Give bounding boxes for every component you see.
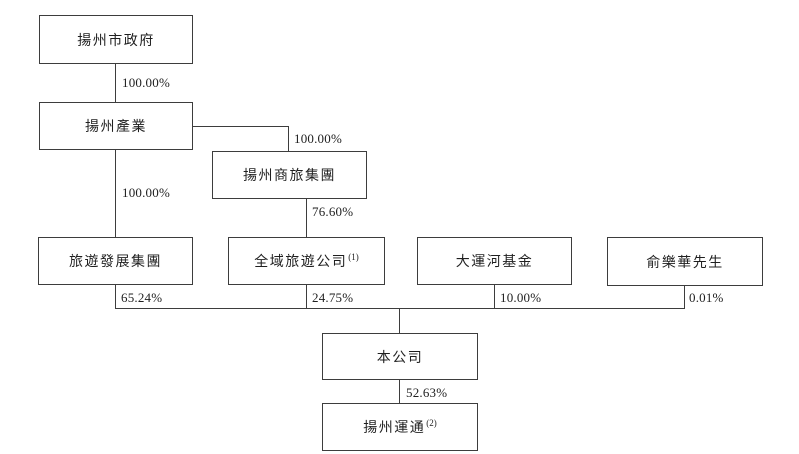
- node-yangzhou-municipal-government: 揚州市政府: [39, 15, 193, 64]
- ownership-pct-company-to-yuntong: 52.63%: [406, 385, 448, 400]
- node-tourism-development-group: 旅遊發展集團: [38, 237, 193, 285]
- connector-bus-to-company: [399, 308, 400, 333]
- node-label: 旅遊發展集團: [69, 255, 162, 270]
- ownership-pct-gov-to-industry: 100.00%: [122, 75, 170, 90]
- ownership-pct-shanglv-to-quanyu: 76.60%: [312, 204, 354, 219]
- node-yangzhou-yuntong: 揚州運通(2): [322, 403, 478, 451]
- node-yangzhou-industry: 揚州產業: [39, 102, 193, 150]
- ownership-pct-industry-to-lvfa: 100.00%: [122, 185, 170, 200]
- ownership-pct-dayunhe-to-company: 10.00%: [500, 290, 542, 305]
- footnote-marker-1: (1): [348, 251, 359, 262]
- node-label: 揚州商旅集團: [243, 169, 336, 184]
- connector-yulehua-to-bus: [684, 285, 685, 308]
- connector-company-to-yuntong: [399, 380, 400, 403]
- connector-dayunhe-to-bus: [494, 285, 495, 308]
- connector-industry-to-shanglv-h: [193, 126, 288, 127]
- connector-gov-to-industry: [115, 64, 116, 102]
- connector-industry-to-lvfa: [115, 150, 116, 237]
- node-yangzhou-business-travel-group: 揚州商旅集團: [212, 151, 367, 199]
- node-label: 揚州市政府: [77, 33, 155, 49]
- connector-shareholders-bus: [115, 308, 685, 309]
- node-label: 大運河基金: [455, 255, 534, 270]
- node-quanyu-tourism-company: 全域旅遊公司(1): [228, 237, 385, 285]
- connector-quanyu-to-bus: [306, 285, 307, 308]
- footnote-marker-2: (2): [426, 417, 437, 428]
- node-the-company: 本公司: [322, 333, 478, 380]
- ownership-pct-lvfa-to-company: 65.24%: [121, 290, 163, 305]
- node-label: 本公司: [376, 350, 424, 366]
- ownership-pct-quanyu-to-company: 24.75%: [312, 290, 354, 305]
- ownership-pct-industry-to-shanglv: 100.00%: [294, 131, 342, 146]
- connector-shanglv-to-quanyu: [306, 199, 307, 237]
- connector-industry-to-shanglv-v: [288, 126, 289, 151]
- node-label: 揚州產業: [85, 120, 147, 135]
- ownership-pct-yulehua-to-company: 0.01%: [689, 290, 724, 305]
- node-label: 揚州運通: [363, 421, 426, 436]
- node-label: 全域旅遊公司: [254, 255, 348, 270]
- node-label: 俞樂華先生: [646, 255, 724, 271]
- node-grand-canal-fund: 大運河基金: [417, 237, 572, 285]
- connector-lvfa-to-bus: [115, 285, 116, 308]
- node-mr-yu-lehua: 俞樂華先生: [607, 237, 763, 286]
